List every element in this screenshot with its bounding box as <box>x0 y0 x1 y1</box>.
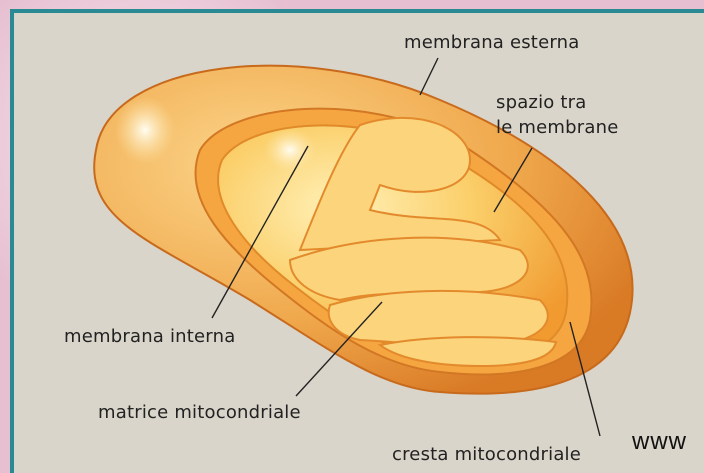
label-cresta-mitocondriale: cresta mitocondriale <box>392 444 581 466</box>
label-membrana-esterna: membrana esterna <box>404 32 579 54</box>
outer-highlight <box>115 96 175 164</box>
watermark-text: www <box>632 428 687 456</box>
label-matrice-mitocondriale: matrice mitocondriale <box>98 402 301 424</box>
label-spazio-tra-line2: le membrane <box>496 117 618 139</box>
label-membrana-interna: membrana interna <box>64 326 235 348</box>
label-spazio-tra-line1: spazio tra <box>496 92 587 114</box>
inner-highlight <box>264 128 316 172</box>
